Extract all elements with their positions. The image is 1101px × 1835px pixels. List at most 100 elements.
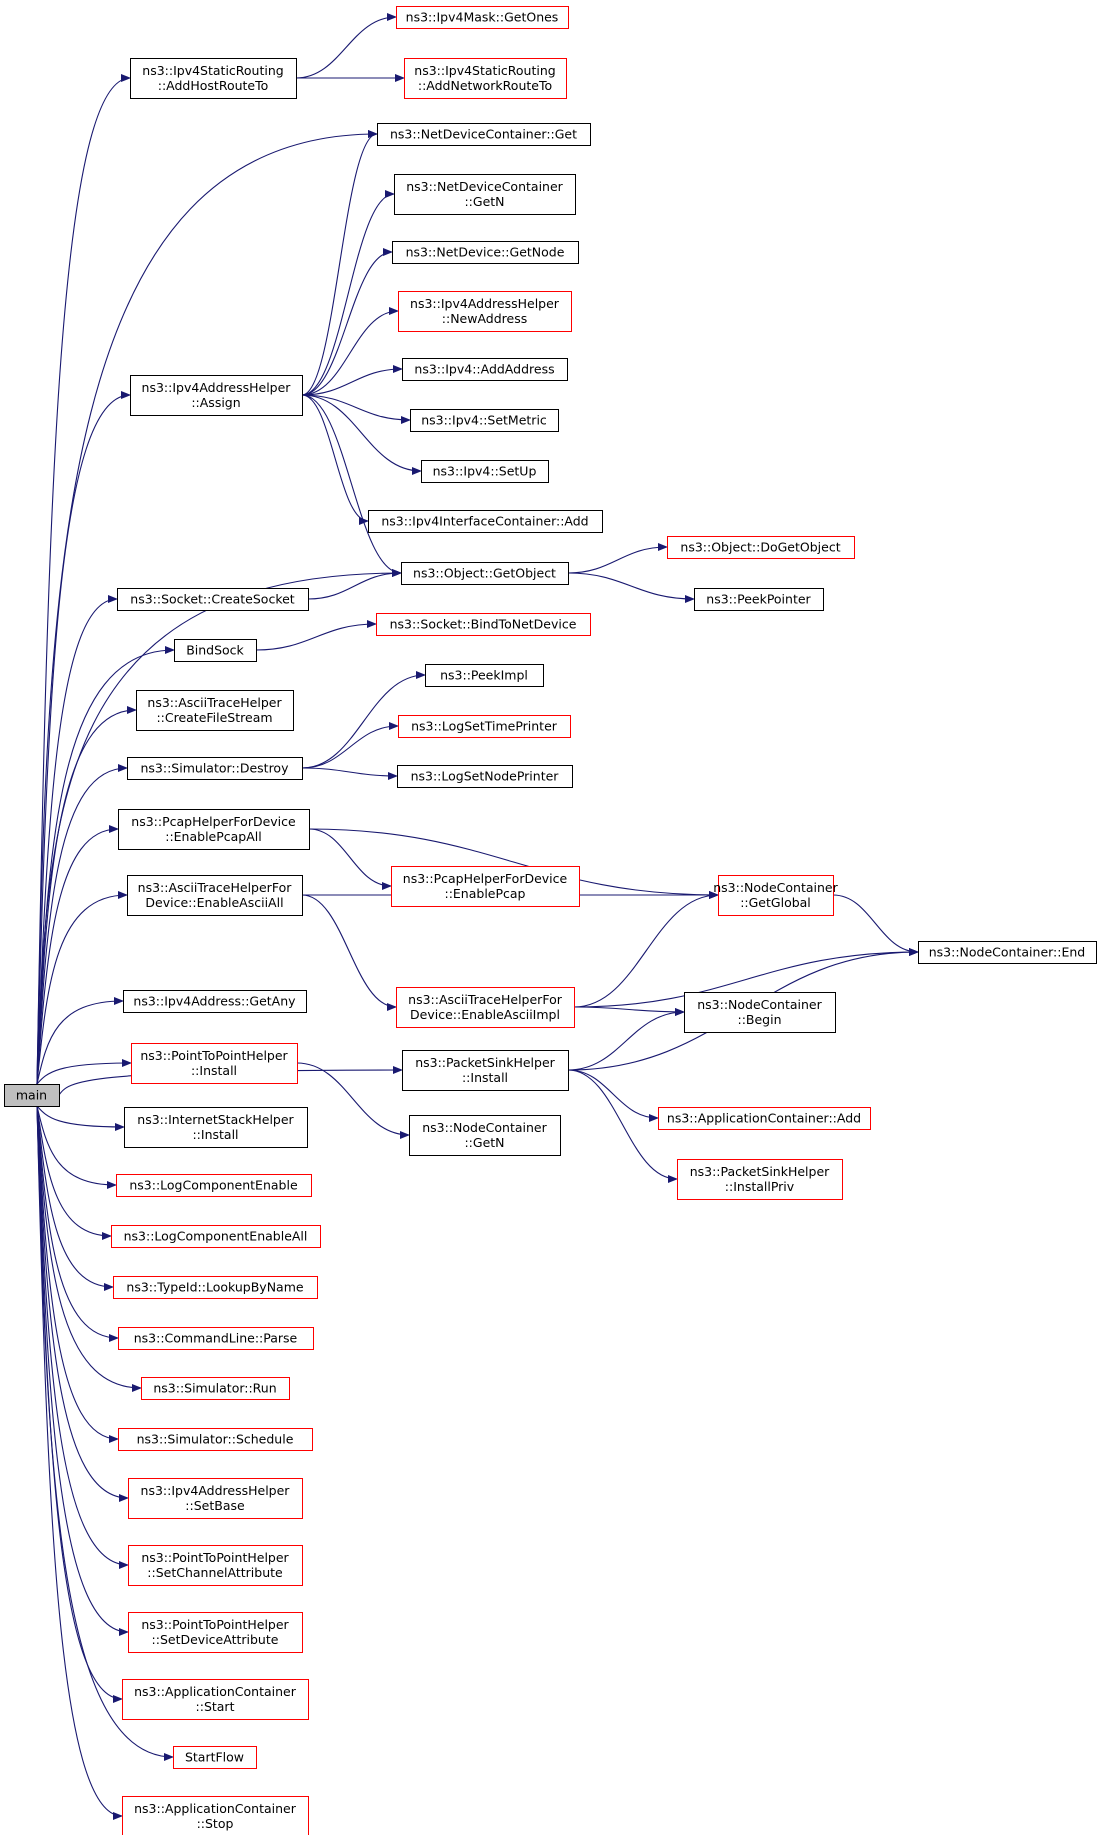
edge-getobject-to-dogetobject <box>567 543 668 574</box>
node-label: ::Stop <box>197 1816 234 1831</box>
edge-assign-to-ndc_get <box>301 130 378 396</box>
node-box <box>404 58 567 99</box>
node-simrun[interactable]: ns3::Simulator::Run <box>141 1377 290 1400</box>
edge-enablepcapall-to-getglobal <box>308 828 719 899</box>
node-label: ns3::LogComponentEnableAll <box>124 1229 308 1244</box>
edge-main-to-lookupbyname <box>36 1105 114 1291</box>
edge-main-to-inet_install <box>36 1105 125 1131</box>
node-label: ns3::CommandLine::Parse <box>134 1331 298 1346</box>
node-logsettimeprinter[interactable]: ns3::LogSetTimePrinter <box>398 715 571 738</box>
node-logsetnodeprinter[interactable]: ns3::LogSetNodePrinter <box>397 765 573 788</box>
node-box <box>401 562 569 585</box>
node-destroy[interactable]: ns3::Simulator::Destroy <box>127 757 303 780</box>
node-setmetric[interactable]: ns3::Ipv4::SetMetric <box>410 409 559 432</box>
node-nc_getn[interactable]: ns3::NodeContainer::GetN <box>409 1115 561 1156</box>
node-peekpointer[interactable]: ns3::PeekPointer <box>694 588 824 611</box>
edge-enableasciiimpl-to-nc_end <box>573 948 919 1008</box>
node-dogetobject[interactable]: ns3::Object::DoGetObject <box>667 536 855 559</box>
node-label: ns3::Object::DoGetObject <box>680 540 840 555</box>
node-label: ::NewAddress <box>442 311 527 326</box>
node-addaddress[interactable]: ns3::Ipv4::AddAddress <box>402 358 568 381</box>
node-simschedule[interactable]: ns3::Simulator::Schedule <box>118 1428 313 1451</box>
node-iic_add[interactable]: ns3::Ipv4InterfaceContainer::Add <box>368 510 603 533</box>
node-cmdparse[interactable]: ns3::CommandLine::Parse <box>118 1327 314 1350</box>
node-assign[interactable]: ns3::Ipv4AddressHelper::Assign <box>130 375 303 416</box>
node-getglobal[interactable]: ns3::NodeContainer::GetGlobal <box>713 875 839 916</box>
node-peekimpl[interactable]: ns3::PeekImpl <box>425 664 544 687</box>
node-ipv4addr_getany[interactable]: ns3::Ipv4Address::GetAny <box>123 990 307 1013</box>
node-box <box>402 358 568 381</box>
node-addnetworkroute[interactable]: ns3::Ipv4StaticRouting::AddNetworkRouteT… <box>404 58 567 99</box>
node-psh_install[interactable]: ns3::PacketSinkHelper::Install <box>402 1050 569 1091</box>
edge-assign-to-setmetric <box>301 394 411 424</box>
edge-main-to-logcomponentenable <box>36 1105 117 1189</box>
node-addhostroute[interactable]: ns3::Ipv4StaticRouting::AddHostRouteTo <box>130 58 297 99</box>
node-box <box>127 875 303 916</box>
edge-assign-to-getobject <box>301 394 402 577</box>
node-label: ns3::AsciiTraceHelperFor <box>408 992 563 1007</box>
node-setchannelattr[interactable]: ns3::PointToPointHelper::SetChannelAttri… <box>128 1545 303 1586</box>
node-startflow[interactable]: StartFlow <box>173 1746 257 1769</box>
node-enableasciiall[interactable]: ns3::AsciiTraceHelperForDevice::EnableAs… <box>127 875 303 916</box>
node-label: ::EnablePcap <box>444 886 525 901</box>
node-enablepcapall[interactable]: ns3::PcapHelperForDevice::EnablePcapAll <box>118 809 310 850</box>
edge-getglobal-to-nc_end <box>832 894 919 956</box>
node-label: ns3::PointToPointHelper <box>140 1048 288 1063</box>
node-label: ns3::Ipv4::AddAddress <box>414 362 554 377</box>
edge-main-to-setbase <box>36 1105 129 1502</box>
node-lookupbyname[interactable]: ns3::TypeId::LookupByName <box>113 1276 318 1299</box>
node-box <box>409 1115 561 1156</box>
node-enableasciiimpl[interactable]: ns3::AsciiTraceHelperForDevice::EnableAs… <box>396 987 575 1028</box>
node-installpriv[interactable]: ns3::PacketSinkHelper::InstallPriv <box>677 1159 843 1200</box>
node-inet_install[interactable]: ns3::InternetStackHelper::Install <box>124 1107 308 1148</box>
node-box <box>658 1107 871 1130</box>
node-box <box>118 1428 313 1451</box>
node-bindtonetdevice[interactable]: ns3::Socket::BindToNetDevice <box>376 613 591 636</box>
node-label: main <box>16 1088 47 1103</box>
node-setdeviceattr[interactable]: ns3::PointToPointHelper::SetDeviceAttrib… <box>128 1612 303 1653</box>
node-label: ::Install <box>462 1070 508 1085</box>
node-p2p_install[interactable]: ns3::PointToPointHelper::Install <box>131 1043 298 1084</box>
node-enablepcap[interactable]: ns3::PcapHelperForDevice::EnablePcap <box>391 866 580 907</box>
node-label: ns3::Ipv4StaticRouting <box>414 63 555 78</box>
node-ndc_getn[interactable]: ns3::NetDeviceContainer::GetN <box>394 174 576 215</box>
node-nd_getnode[interactable]: ns3::NetDevice::GetNode <box>392 241 579 264</box>
edge-destroy-to-peekimpl <box>301 671 426 769</box>
node-getobject[interactable]: ns3::Object::GetObject <box>401 562 569 585</box>
edge-destroy-to-logsettimeprinter <box>301 722 399 769</box>
node-ndc_get[interactable]: ns3::NetDeviceContainer::Get <box>377 123 591 146</box>
node-setbase[interactable]: ns3::Ipv4AddressHelper::SetBase <box>128 1478 303 1519</box>
node-label: ns3::Simulator::Destroy <box>141 761 290 776</box>
node-label: ::SetChannelAttribute <box>147 1565 283 1580</box>
node-logcomponentenable[interactable]: ns3::LogComponentEnable <box>116 1174 312 1197</box>
node-box <box>402 1050 569 1091</box>
node-box <box>396 987 575 1028</box>
node-createsocket[interactable]: ns3::Socket::CreateSocket <box>117 588 309 611</box>
node-getones[interactable]: ns3::Ipv4Mask::GetOnes <box>396 6 569 29</box>
edge-enableasciiimpl-to-nc_begin <box>573 1006 685 1016</box>
node-main[interactable]: main <box>4 1084 60 1107</box>
node-nc_end[interactable]: ns3::NodeContainer::End <box>918 941 1097 964</box>
node-bindsock[interactable]: BindSock <box>174 639 257 662</box>
node-label: ns3::AsciiTraceHelperFor <box>138 880 293 895</box>
node-appcont_stop[interactable]: ns3::ApplicationContainer::Stop <box>122 1796 309 1835</box>
node-newaddress[interactable]: ns3::Ipv4AddressHelper::NewAddress <box>398 291 572 332</box>
edge-enableasciiimpl-to-getglobal <box>573 891 719 1008</box>
edge-bindsock-to-bindtonetdevice <box>255 620 377 651</box>
node-label: ns3::Simulator::Run <box>153 1381 276 1396</box>
edge-assign-to-iic_add <box>301 394 369 525</box>
node-label: ns3::NetDevice::GetNode <box>406 245 565 260</box>
node-appcont_add[interactable]: ns3::ApplicationContainer::Add <box>658 1107 871 1130</box>
node-logcomponentenableall[interactable]: ns3::LogComponentEnableAll <box>111 1225 321 1248</box>
edge-main-to-enablepcapall <box>36 825 119 1085</box>
node-appcont_start[interactable]: ns3::ApplicationContainer::Start <box>122 1679 309 1720</box>
node-createfilestream[interactable]: ns3::AsciiTraceHelper::CreateFileStream <box>136 690 294 731</box>
node-setup[interactable]: ns3::Ipv4::SetUp <box>421 460 549 483</box>
node-box <box>118 1327 314 1350</box>
edge-main-to-logcomponentenableall <box>36 1105 112 1240</box>
node-nc_begin[interactable]: ns3::NodeContainer::Begin <box>684 992 836 1033</box>
node-box <box>128 1478 303 1519</box>
node-label: ns3::AsciiTraceHelper <box>147 695 282 710</box>
node-label: ns3::PointToPointHelper <box>141 1617 289 1632</box>
